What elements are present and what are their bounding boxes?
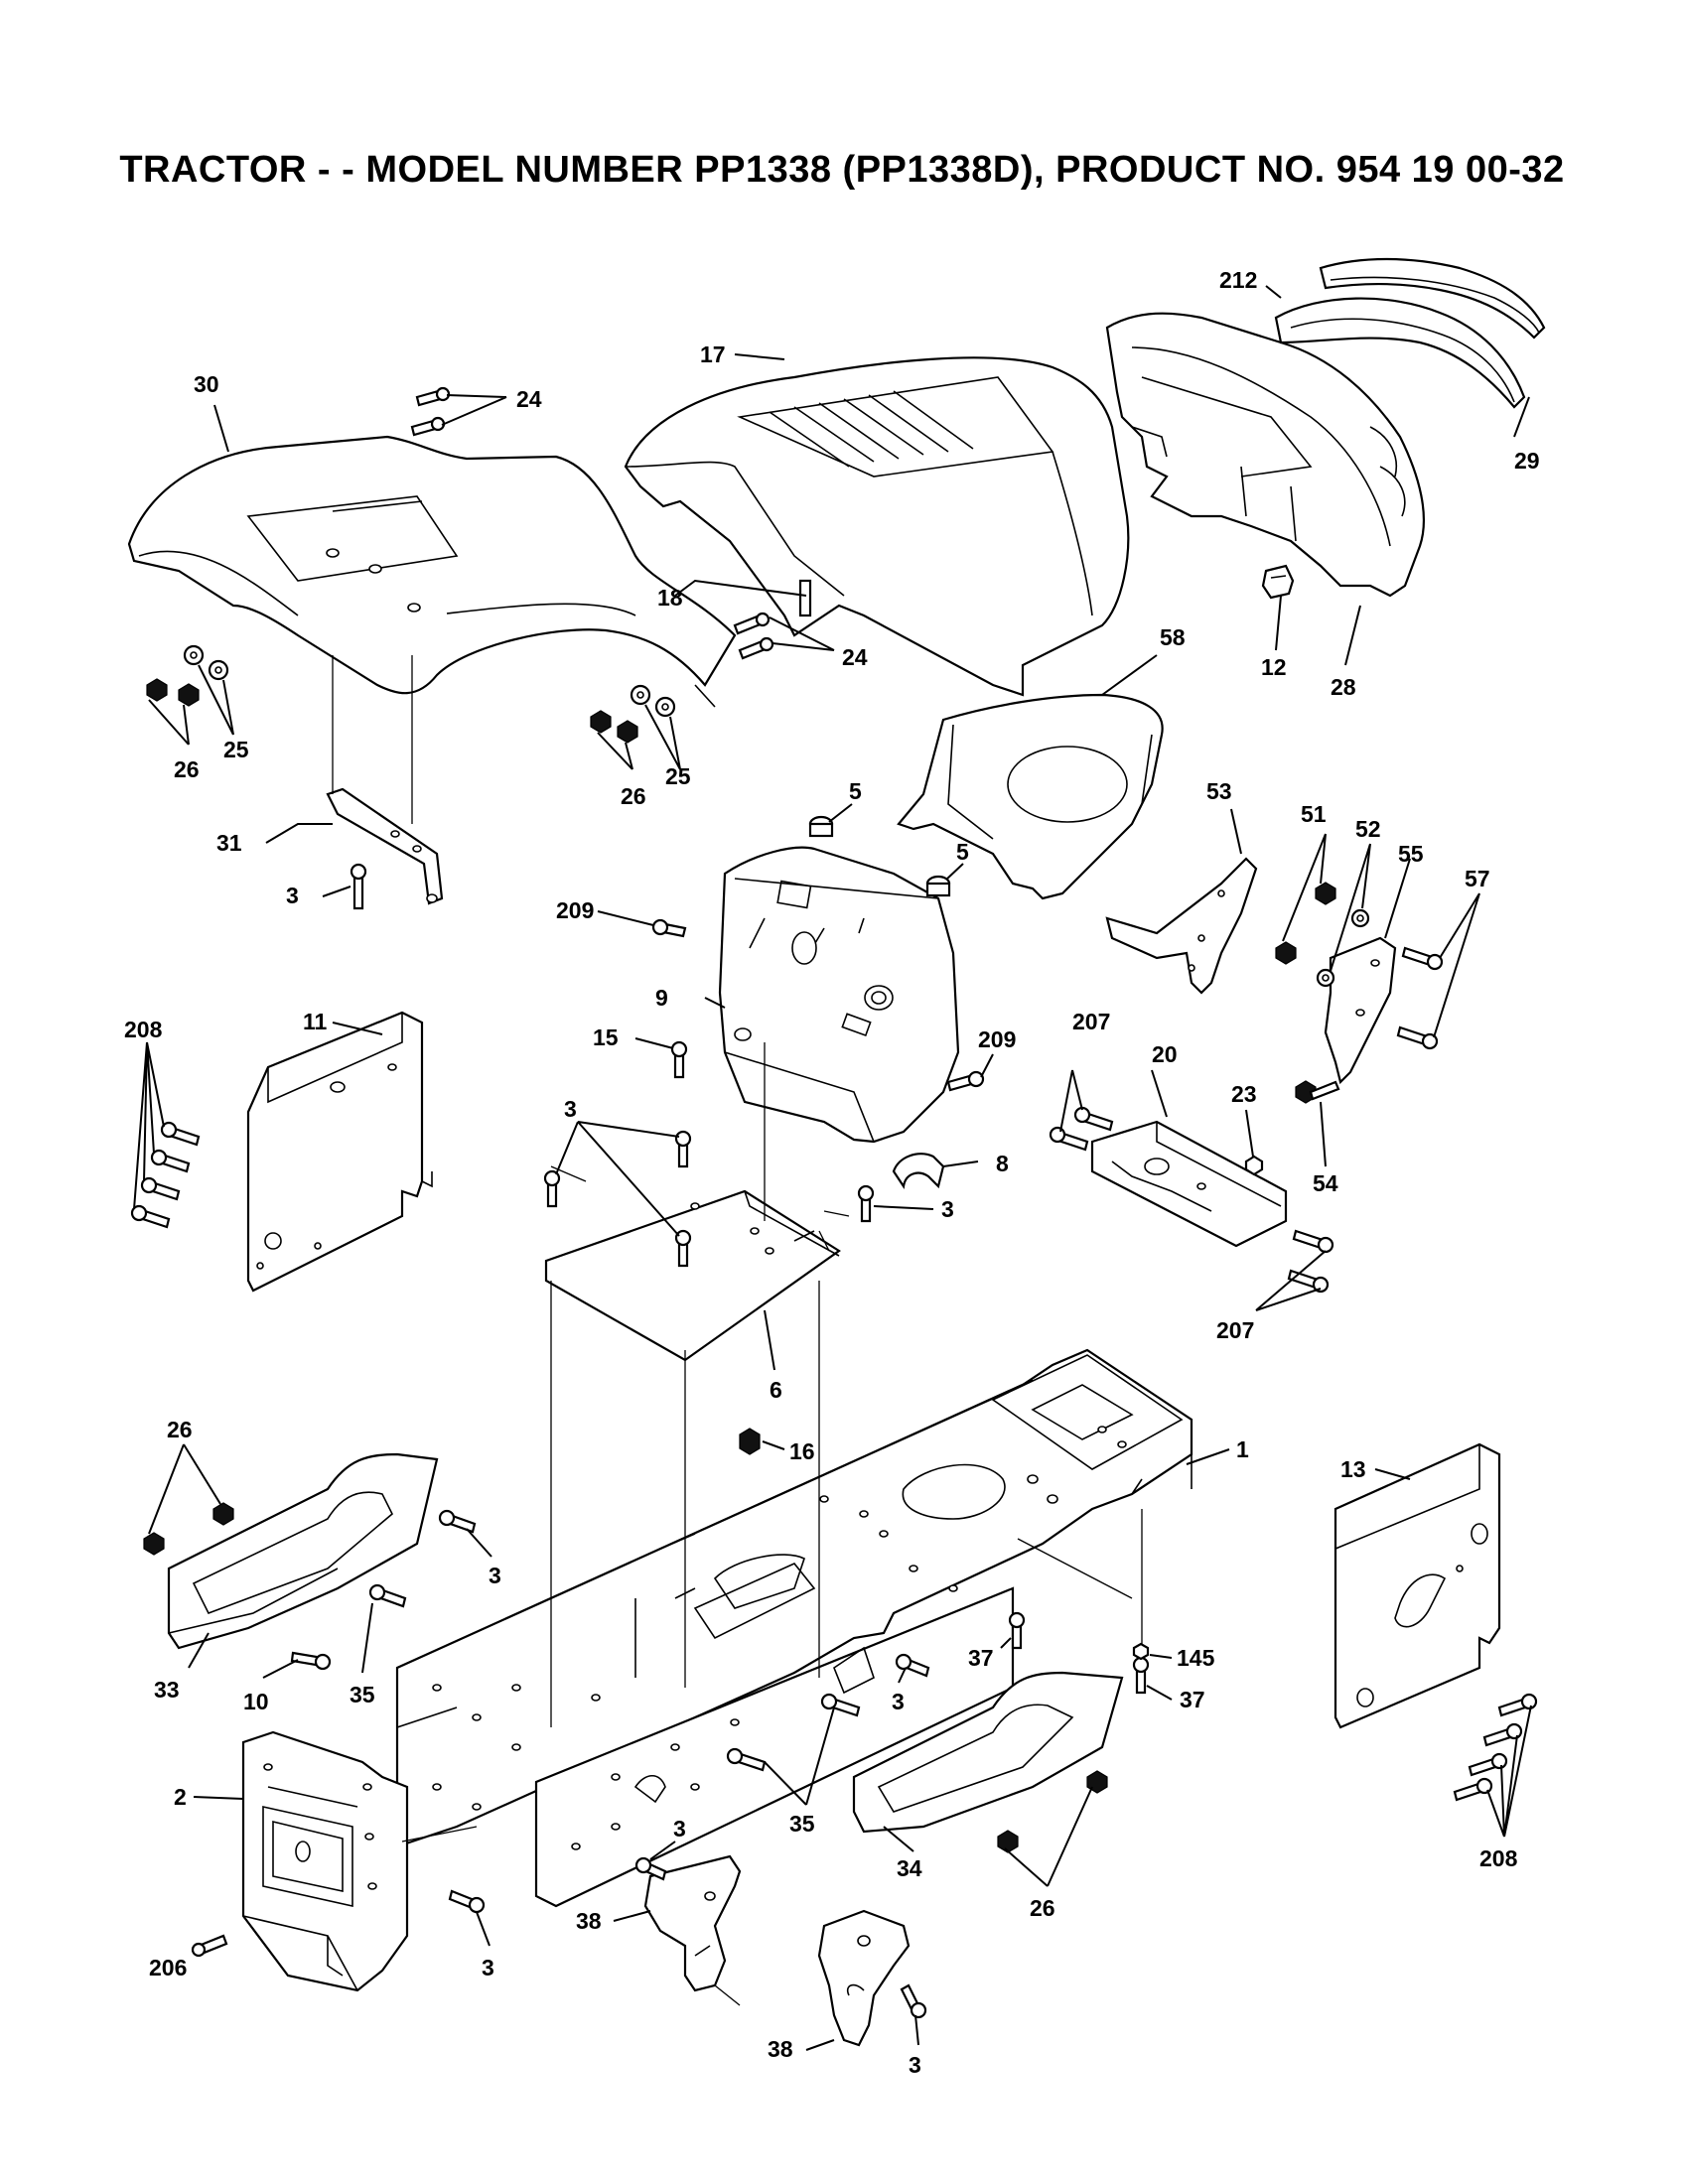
callout-labels: 212 29 17 30 24 18 24 12 28 58 26 25 26 … bbox=[124, 267, 1540, 2078]
bracket-part-53 bbox=[1105, 857, 1258, 995]
callout-3: 3 bbox=[482, 1955, 494, 1980]
callout-3: 3 bbox=[489, 1563, 501, 1588]
callout-51: 51 bbox=[1301, 801, 1327, 827]
callout-24: 24 bbox=[842, 644, 868, 670]
callout-10: 10 bbox=[243, 1689, 269, 1714]
grille-lens-part-29 bbox=[1319, 257, 1546, 340]
grille-housing-part-28 bbox=[1105, 312, 1426, 598]
callout-33: 33 bbox=[154, 1677, 180, 1703]
dash-panel-part-9 bbox=[718, 846, 960, 1144]
clip-part-8 bbox=[892, 1153, 945, 1189]
callout-34: 34 bbox=[897, 1855, 922, 1881]
callout-5: 5 bbox=[849, 778, 862, 804]
callout-3: 3 bbox=[909, 2052, 921, 2078]
bracket-part-38-a bbox=[643, 1854, 742, 1992]
bracket-part-20 bbox=[1090, 1120, 1288, 1248]
callout-25: 25 bbox=[223, 737, 249, 762]
callout-18: 18 bbox=[657, 585, 683, 611]
hood-part-17 bbox=[624, 356, 1130, 697]
callout-13: 13 bbox=[1340, 1456, 1366, 1482]
callout-5: 5 bbox=[956, 839, 969, 865]
frame-part-1 bbox=[395, 1348, 1193, 1908]
callout-28: 28 bbox=[1331, 674, 1356, 700]
callout-37: 37 bbox=[1180, 1687, 1205, 1712]
callout-55: 55 bbox=[1398, 841, 1424, 867]
callout-3: 3 bbox=[892, 1689, 905, 1714]
bracket-part-55 bbox=[1324, 936, 1397, 1085]
callout-15: 15 bbox=[593, 1024, 619, 1050]
callout-35: 35 bbox=[350, 1682, 375, 1707]
callout-23: 23 bbox=[1231, 1081, 1257, 1107]
callout-29: 29 bbox=[1514, 448, 1540, 474]
callout-209: 209 bbox=[978, 1026, 1016, 1052]
clip-part-12 bbox=[1261, 564, 1295, 600]
callout-206: 206 bbox=[149, 1955, 187, 1980]
fasteners bbox=[130, 386, 1538, 2019]
callout-52: 52 bbox=[1355, 816, 1381, 842]
callout-26: 26 bbox=[167, 1417, 193, 1442]
callout-26: 26 bbox=[621, 783, 646, 809]
bracket-part-31 bbox=[326, 787, 444, 905]
callout-17: 17 bbox=[700, 341, 726, 367]
callout-145: 145 bbox=[1177, 1645, 1215, 1671]
callout-9: 9 bbox=[655, 985, 668, 1011]
callout-208: 208 bbox=[124, 1017, 163, 1042]
callout-16: 16 bbox=[789, 1438, 815, 1464]
bracket-part-38-b bbox=[817, 1909, 911, 2047]
page-title: TRACTOR - - MODEL NUMBER PP1338 (PP1338D… bbox=[119, 149, 1565, 191]
callout-207: 207 bbox=[1072, 1009, 1110, 1034]
callout-12: 12 bbox=[1261, 654, 1287, 680]
assembly-lines bbox=[332, 655, 1143, 2006]
callout-37: 37 bbox=[968, 1645, 994, 1671]
footrest-part-34 bbox=[852, 1671, 1124, 1834]
callout-3: 3 bbox=[286, 883, 299, 908]
front-bracket-part-2 bbox=[241, 1730, 409, 1992]
callout-30: 30 bbox=[194, 371, 219, 397]
grille-insert-part-212 bbox=[1274, 297, 1526, 409]
callout-24: 24 bbox=[516, 386, 542, 412]
callout-26: 26 bbox=[1030, 1895, 1055, 1921]
callout-2: 2 bbox=[174, 1784, 187, 1810]
nut-part-5-a bbox=[808, 815, 834, 838]
callout-57: 57 bbox=[1465, 866, 1490, 891]
callout-212: 212 bbox=[1219, 267, 1257, 293]
side-panel-part-13 bbox=[1333, 1442, 1501, 1729]
callout-53: 53 bbox=[1206, 778, 1232, 804]
callout-209: 209 bbox=[556, 897, 594, 923]
fender-part-30 bbox=[127, 435, 737, 708]
dash-shield-part-58 bbox=[897, 693, 1164, 900]
callout-20: 20 bbox=[1152, 1041, 1178, 1067]
callout-26: 26 bbox=[174, 756, 200, 782]
leader-lines bbox=[133, 285, 1532, 2051]
callout-208: 208 bbox=[1479, 1845, 1518, 1871]
callout-31: 31 bbox=[216, 830, 242, 856]
callout-207: 207 bbox=[1216, 1317, 1254, 1343]
callout-6: 6 bbox=[770, 1377, 782, 1403]
callout-11: 11 bbox=[303, 1009, 328, 1034]
callout-1: 1 bbox=[1236, 1436, 1249, 1462]
nut-part-5-b bbox=[925, 875, 951, 897]
callout-3: 3 bbox=[941, 1196, 954, 1222]
callout-38: 38 bbox=[768, 2036, 793, 2062]
plate-part-6 bbox=[544, 1189, 841, 1362]
callout-25: 25 bbox=[665, 763, 691, 789]
footrest-part-33 bbox=[167, 1452, 439, 1650]
callout-3: 3 bbox=[673, 1816, 686, 1842]
callout-58: 58 bbox=[1160, 624, 1186, 650]
callout-8: 8 bbox=[996, 1151, 1009, 1176]
callout-54: 54 bbox=[1313, 1170, 1338, 1196]
side-panel-part-11 bbox=[246, 1011, 433, 1293]
callout-35: 35 bbox=[789, 1811, 815, 1837]
callout-3: 3 bbox=[564, 1096, 577, 1122]
callout-38: 38 bbox=[576, 1908, 602, 1934]
